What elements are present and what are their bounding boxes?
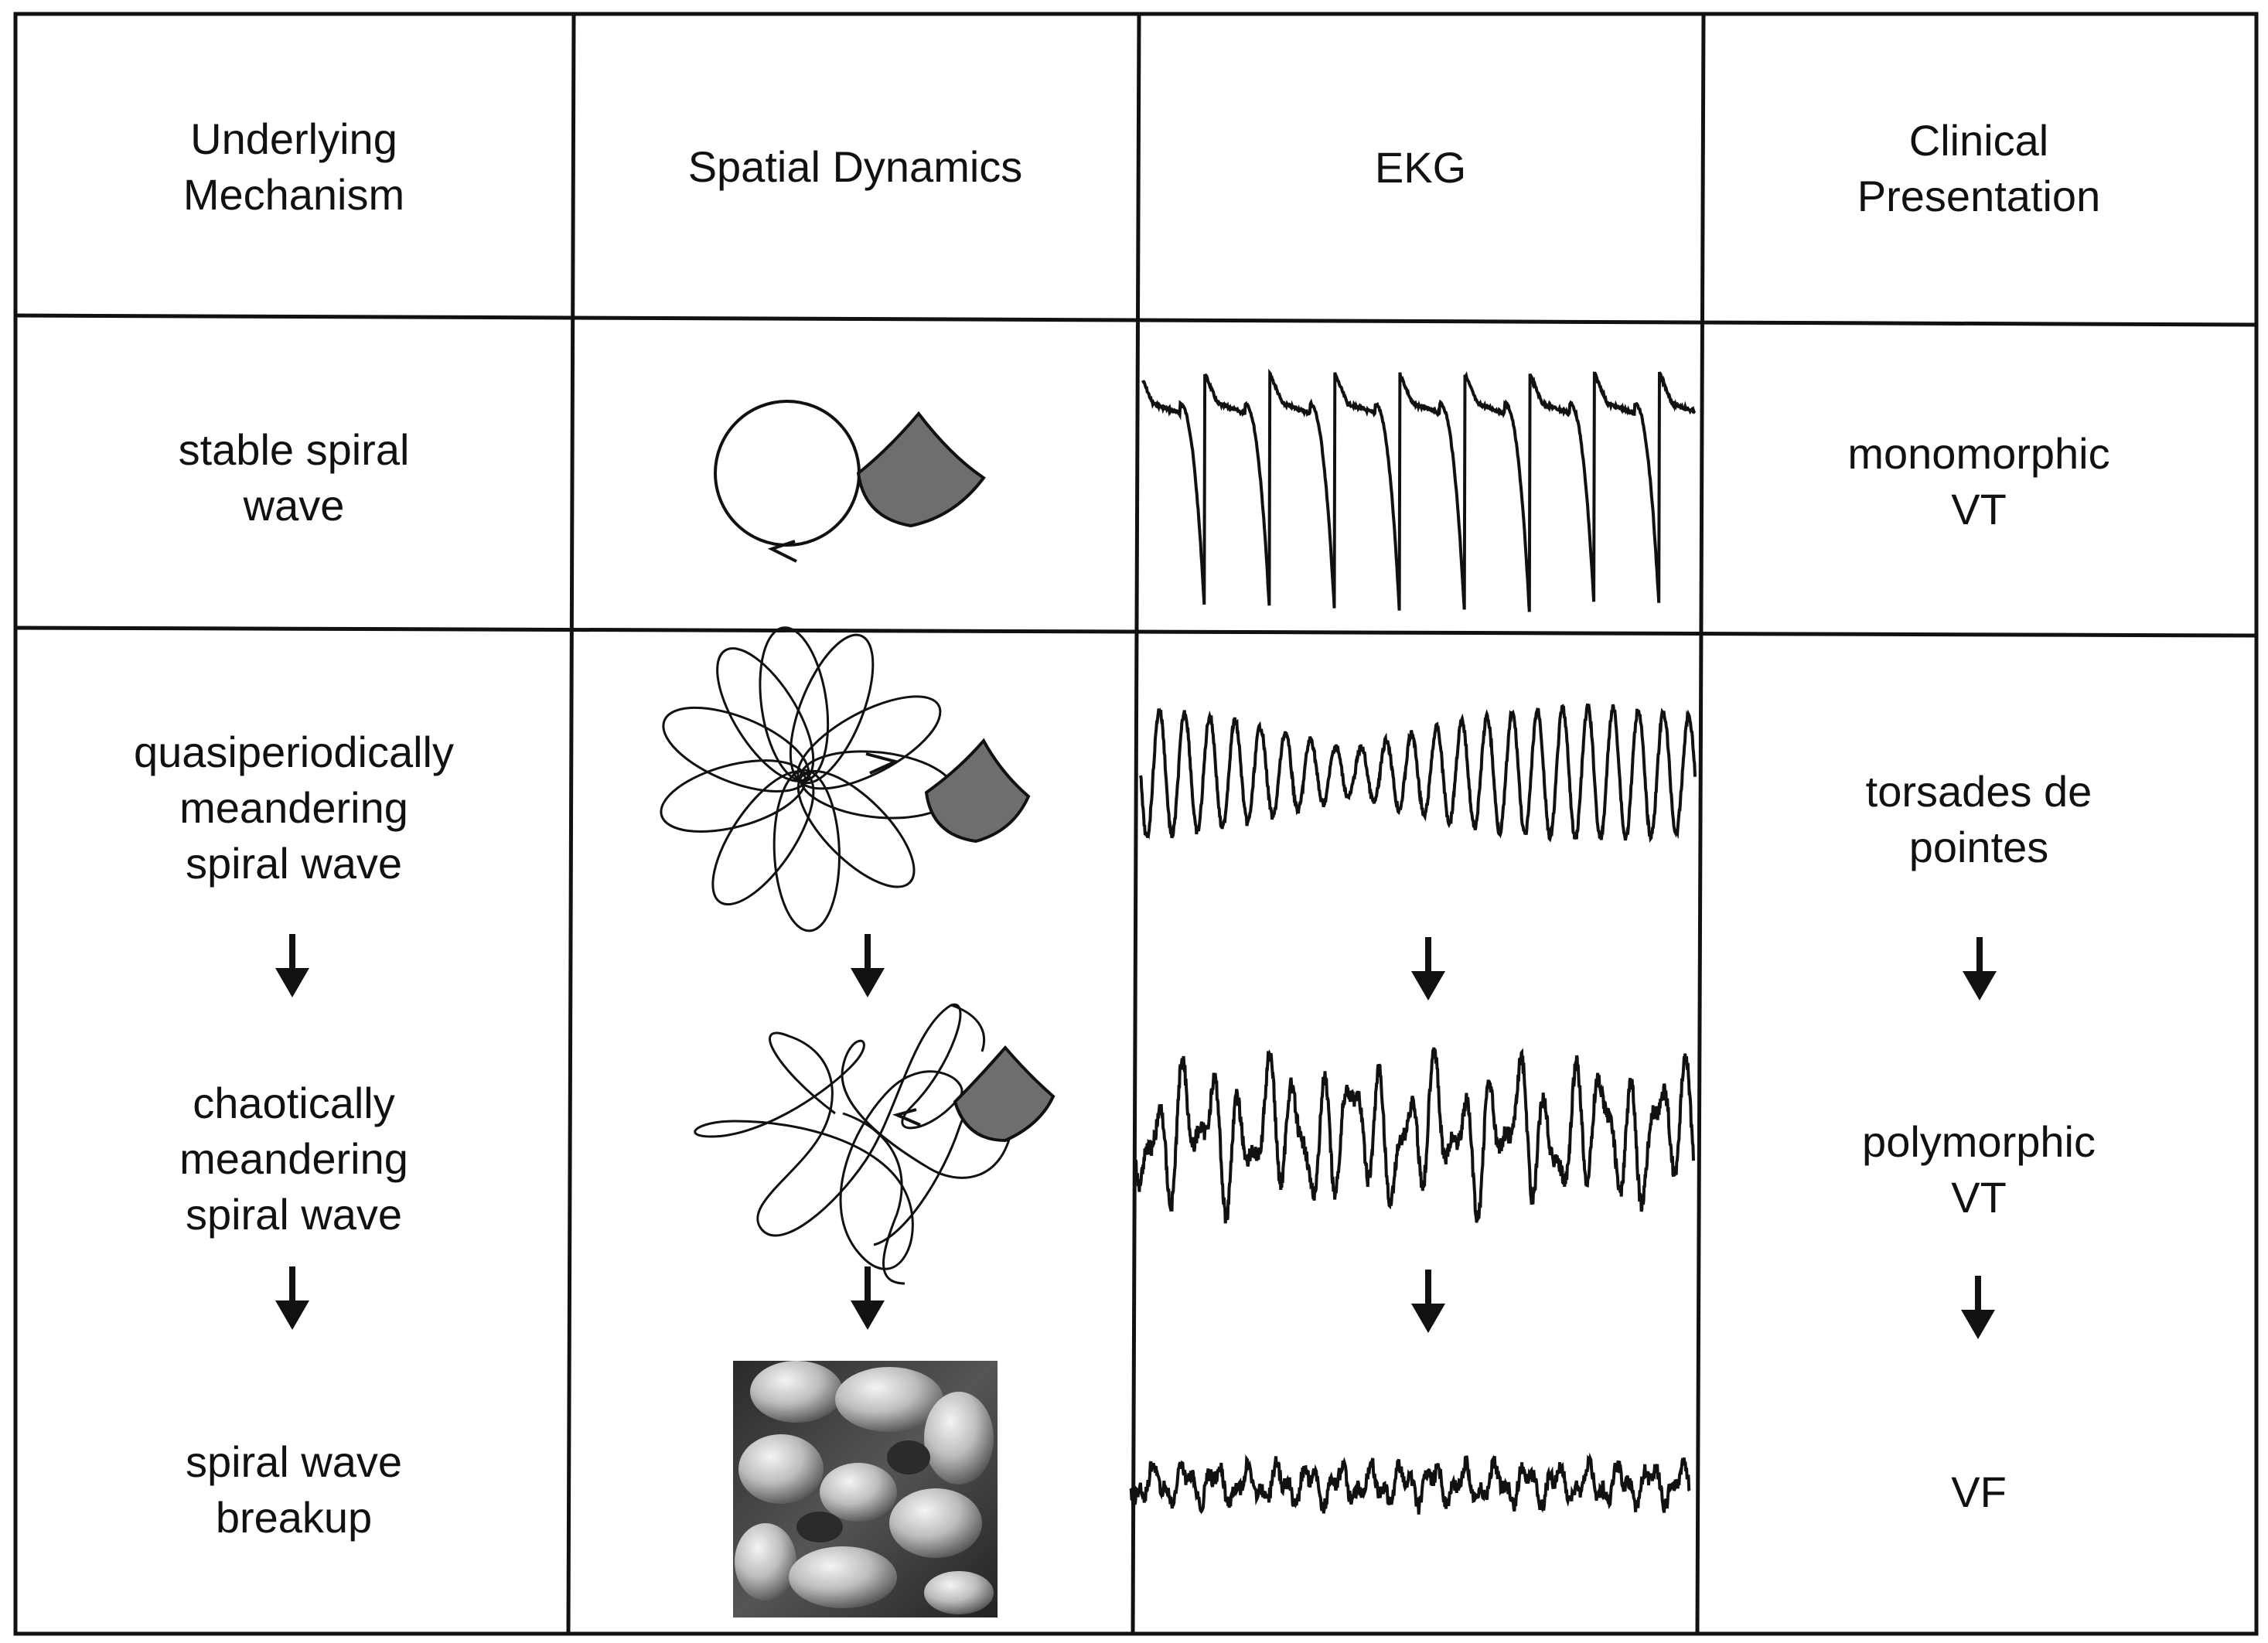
- column-divider-3: [1695, 13, 1706, 1634]
- header-clinical-presentation: Clinical Presentation: [1704, 14, 2254, 323]
- table-border: [13, 12, 2259, 1636]
- down-arrow-icon: [1963, 937, 1997, 1000]
- presentation-line: VT: [1951, 485, 2007, 533]
- presentation-line: monomorphic: [1847, 429, 2110, 478]
- mechanism-line: spiral wave: [185, 1437, 403, 1486]
- mechanism-line: chaotically: [193, 1079, 395, 1127]
- presentation-line: torsades de: [1865, 767, 2092, 816]
- circular-core-trajectory: [714, 400, 861, 547]
- table-grid: [13, 12, 2259, 1636]
- mechanism-line: breakup: [215, 1493, 373, 1542]
- stable-spiral-diagram: [714, 400, 861, 563]
- arrows: [275, 934, 1997, 1339]
- header-ekg: EKG: [1139, 14, 1702, 322]
- header-line: Underlying: [190, 114, 397, 163]
- ekg-trace-monomorphic: [1141, 368, 1697, 612]
- down-arrow-icon: [851, 1266, 885, 1330]
- presentation-vf: VF: [1704, 1461, 2254, 1523]
- rotation-arrowhead: [767, 540, 797, 563]
- spiral-wavefront-icon: [924, 738, 1031, 844]
- down-arrow-icon: [1411, 1270, 1445, 1333]
- presentation-line: polymorphic: [1862, 1117, 2096, 1166]
- down-arrow-icon: [275, 1266, 309, 1330]
- header-line: Mechanism: [182, 169, 405, 219]
- ekg-trace-polymorphic: [1134, 1047, 1695, 1224]
- rosette-trajectory: [660, 626, 956, 932]
- mechanism-line: meandering: [179, 783, 408, 832]
- header-line: Presentation: [1857, 172, 2101, 220]
- column-divider-2: [1131, 13, 1141, 1634]
- down-arrow-icon: [275, 934, 309, 997]
- mechanism-chaotic: chaotically meandering spiral wave: [15, 1070, 572, 1248]
- ekg-trace-vf: [1129, 1452, 1691, 1515]
- mechanism-line: quasiperiodically: [133, 728, 454, 776]
- header-underlying-mechanism: Underlying Mechanism: [15, 14, 572, 319]
- header-spatial-dynamics: Spatial Dynamics: [574, 14, 1137, 319]
- mechanism-line: spiral wave: [185, 1190, 403, 1239]
- spiral-wavefront-icon: [856, 411, 986, 528]
- mechanism-stable-spiral: stable spiral wave: [15, 393, 572, 563]
- mechanism-breakup: spiral wave breakup: [15, 1432, 572, 1548]
- mechanism-line: meandering: [179, 1134, 408, 1183]
- ekg-trace-torsades: [1139, 703, 1697, 843]
- mechanism-line: wave: [243, 481, 345, 530]
- down-arrow-icon: [851, 934, 885, 997]
- mechanism-line: spiral wave: [185, 839, 403, 888]
- down-arrow-icon: [1961, 1276, 1995, 1339]
- presentation-line: VT: [1951, 1173, 2007, 1222]
- presentation-torsades: torsades de pointes: [1704, 762, 2254, 878]
- header-line: Clinical: [1908, 116, 2049, 165]
- mechanism-line: stable spiral: [178, 425, 410, 474]
- mechanism-quasiperiodic: quasiperiodically meandering spiral wave: [15, 719, 572, 897]
- presentation-line: VF: [1951, 1467, 2007, 1516]
- spiral-wavefront-icon: [953, 1045, 1056, 1143]
- column-divider-1: [566, 13, 576, 1634]
- presentation-line: pointes: [1908, 823, 2049, 871]
- presentation-polymorphic-vt: polymorphic VT: [1704, 1112, 2254, 1228]
- down-arrow-icon: [1411, 937, 1445, 1000]
- header-line: Spatial Dynamics: [687, 141, 1023, 191]
- presentation-monomorphic-vt: monomorphic VT: [1704, 424, 2254, 540]
- header-line: EKG: [1374, 143, 1467, 192]
- chaotic-trajectory: [694, 1003, 1015, 1285]
- ekg-traces: [1129, 368, 1697, 1515]
- spiral-breakup-pattern: [733, 1361, 998, 1617]
